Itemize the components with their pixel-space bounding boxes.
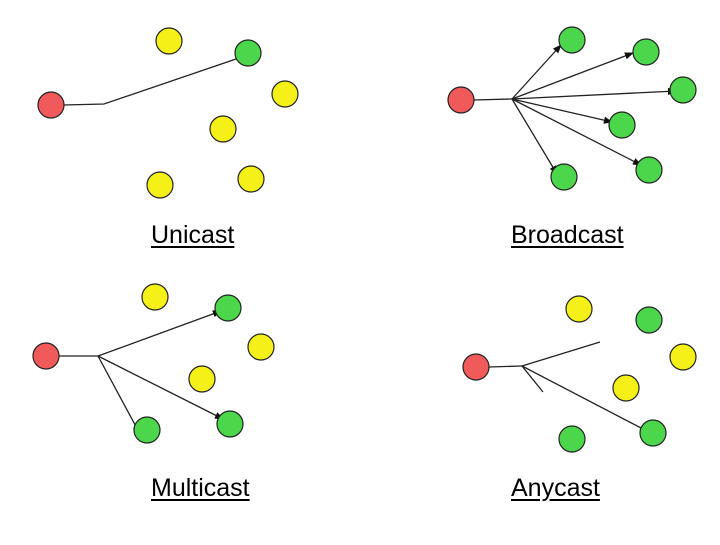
unicast-link [63, 58, 237, 106]
caption-anycast: Anycast [511, 474, 600, 502]
broadcast-arrow [511, 52, 634, 100]
anycast-link [521, 365, 642, 429]
unicast-node-idle [209, 115, 237, 143]
broadcast-stem [473, 98, 513, 101]
broadcast-arrow [511, 87, 677, 100]
multicast-node-receiver [214, 294, 242, 322]
broadcast-node-receiver [550, 163, 578, 191]
broadcast-source-node [447, 86, 475, 114]
unicast-panel [37, 27, 299, 199]
multicast-node-receiver [216, 410, 244, 438]
multicast-node-idle [247, 333, 275, 361]
anycast-node-receiver [635, 306, 663, 334]
broadcast-arrow [511, 44, 562, 100]
anycast-branch [521, 365, 544, 393]
multicast-node-idle [141, 283, 169, 311]
anycast-panel [462, 295, 697, 453]
broadcast-arrow [511, 98, 558, 175]
unicast-source-node [37, 91, 65, 119]
unicast-node-idle [146, 171, 174, 199]
anycast-branch [521, 341, 601, 367]
broadcast-arrow [511, 98, 613, 124]
broadcast-node-receiver [632, 38, 660, 66]
broadcast-node-receiver [558, 26, 586, 54]
broadcast-node-receiver [669, 76, 697, 104]
caption-broadcast: Broadcast [511, 221, 624, 249]
multicast-arrow [97, 355, 224, 420]
multicast-node-idle [188, 365, 216, 393]
multicast-source-node [32, 342, 60, 370]
unicast-node-idle [155, 27, 183, 55]
anycast-node-idle [612, 374, 640, 402]
broadcast-panel [447, 26, 697, 191]
broadcast-arrow [511, 98, 642, 166]
multicast-arrow [97, 355, 141, 435]
unicast-node-idle [271, 80, 299, 108]
multicast-panel [32, 283, 275, 444]
anycast-node-receiver [558, 425, 586, 453]
unicast-node-receiver [234, 39, 262, 67]
caption-unicast: Unicast [151, 221, 235, 249]
caption-multicast: Multicast [151, 474, 250, 502]
unicast-node-idle [237, 165, 265, 193]
anycast-source-node [462, 353, 490, 381]
anycast-stem [488, 365, 523, 368]
broadcast-node-receiver [608, 111, 636, 139]
anycast-node-idle [669, 343, 697, 371]
multicast-node-receiver [133, 416, 161, 444]
anycast-node-receiver [639, 419, 667, 447]
multicast-arrow [97, 310, 222, 357]
broadcast-node-receiver [635, 156, 663, 184]
anycast-node-idle [565, 295, 593, 323]
